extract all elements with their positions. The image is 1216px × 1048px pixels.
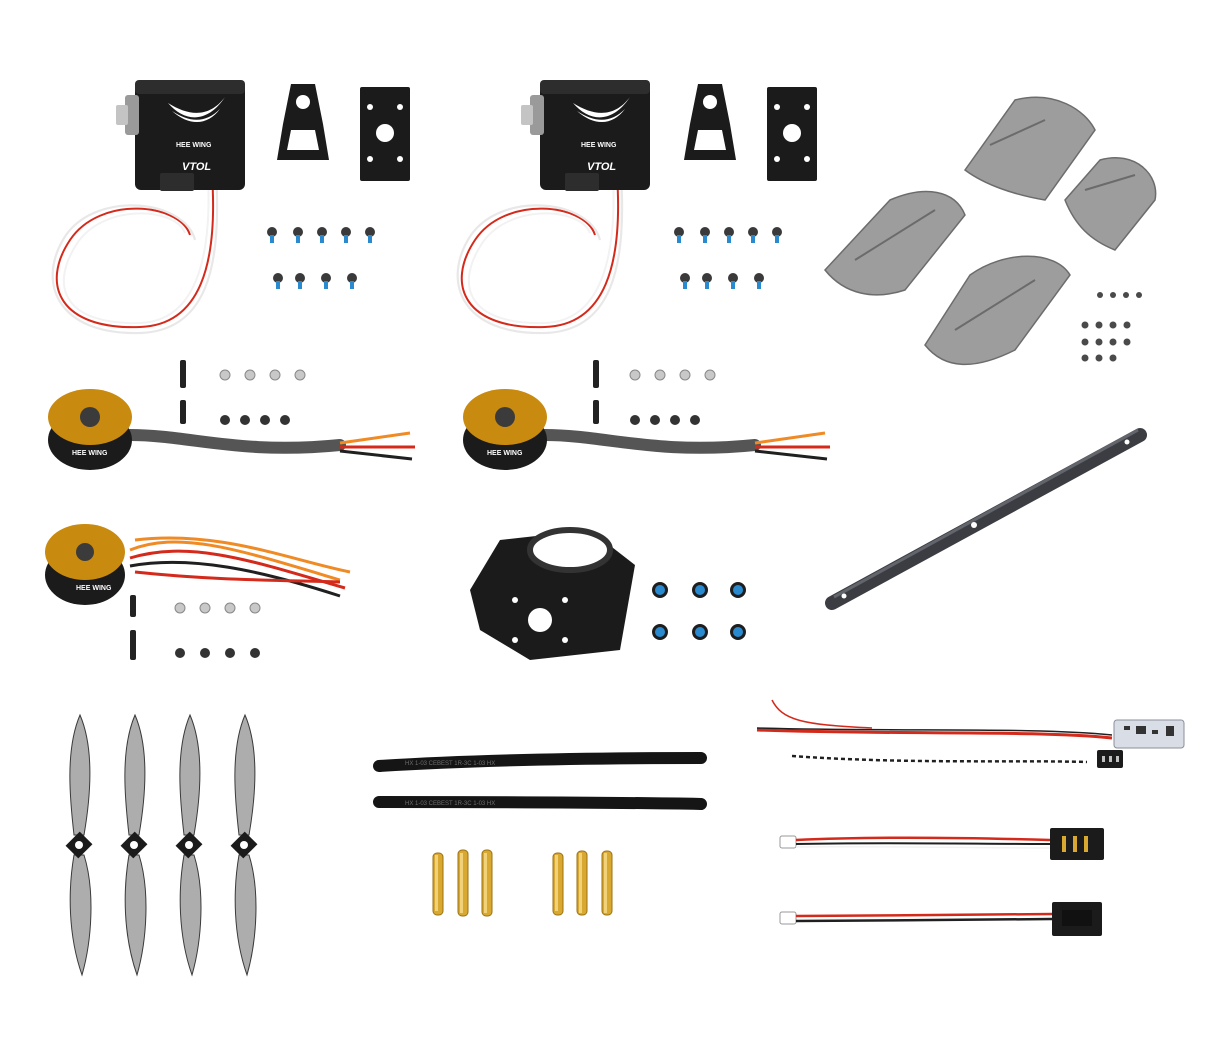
- motor-cover-set: [815, 90, 1157, 390]
- tube-print-label: HX 1-03 CEBEST 1R-3C 1-03 HX: [405, 801, 495, 807]
- servo-horn: [684, 84, 736, 160]
- screw-set: [267, 227, 383, 294]
- tube-print-label: HX 1-03 CEBEST 1R-3C 1-03 HX: [405, 761, 495, 767]
- servo-brand-label: HEE WING: [581, 142, 617, 149]
- screw-set: [652, 582, 746, 640]
- servo-extension-cable: [779, 824, 1110, 864]
- motor-brand-label: HEE WING: [72, 450, 108, 457]
- brushless-motor: HEE WING: [40, 510, 360, 670]
- servo-mount-plate: [767, 87, 817, 181]
- propeller-blade: [69, 713, 91, 836]
- brushless-motor: HEE WING: [40, 355, 420, 475]
- motor-brand-label: HEE WING: [487, 450, 523, 457]
- vtol-servo: HEE WING VTOL: [40, 75, 250, 335]
- heat-shrink-tube: HX 1-03 CEBEST 1R-3C 1-03 HX: [373, 794, 707, 814]
- screw-set: [674, 227, 790, 294]
- servo-model-label: VTOL: [182, 161, 211, 173]
- brushless-motor: HEE WING: [455, 355, 835, 475]
- sensor-board-cable: [752, 690, 1192, 780]
- propeller-set: [60, 710, 275, 980]
- motor-mount-bracket: [470, 520, 760, 660]
- bullet-connector-set: [425, 845, 625, 920]
- servo-brand-label: HEE WING: [176, 142, 212, 149]
- motor-brand-label: HEE WING: [76, 585, 112, 592]
- carbon-fiber-tube: [822, 425, 1152, 615]
- servo-extension-cable: [779, 900, 1110, 940]
- vtol-servo: HEE WING VTOL: [445, 75, 655, 335]
- servo-mount-plate: [360, 87, 410, 181]
- screw-set: [1081, 292, 1142, 362]
- servo-horn: [277, 84, 329, 160]
- heat-shrink-tube: HX 1-03 CEBEST 1R-3C 1-03 HX: [373, 752, 707, 772]
- servo-model-label: VTOL: [587, 161, 616, 173]
